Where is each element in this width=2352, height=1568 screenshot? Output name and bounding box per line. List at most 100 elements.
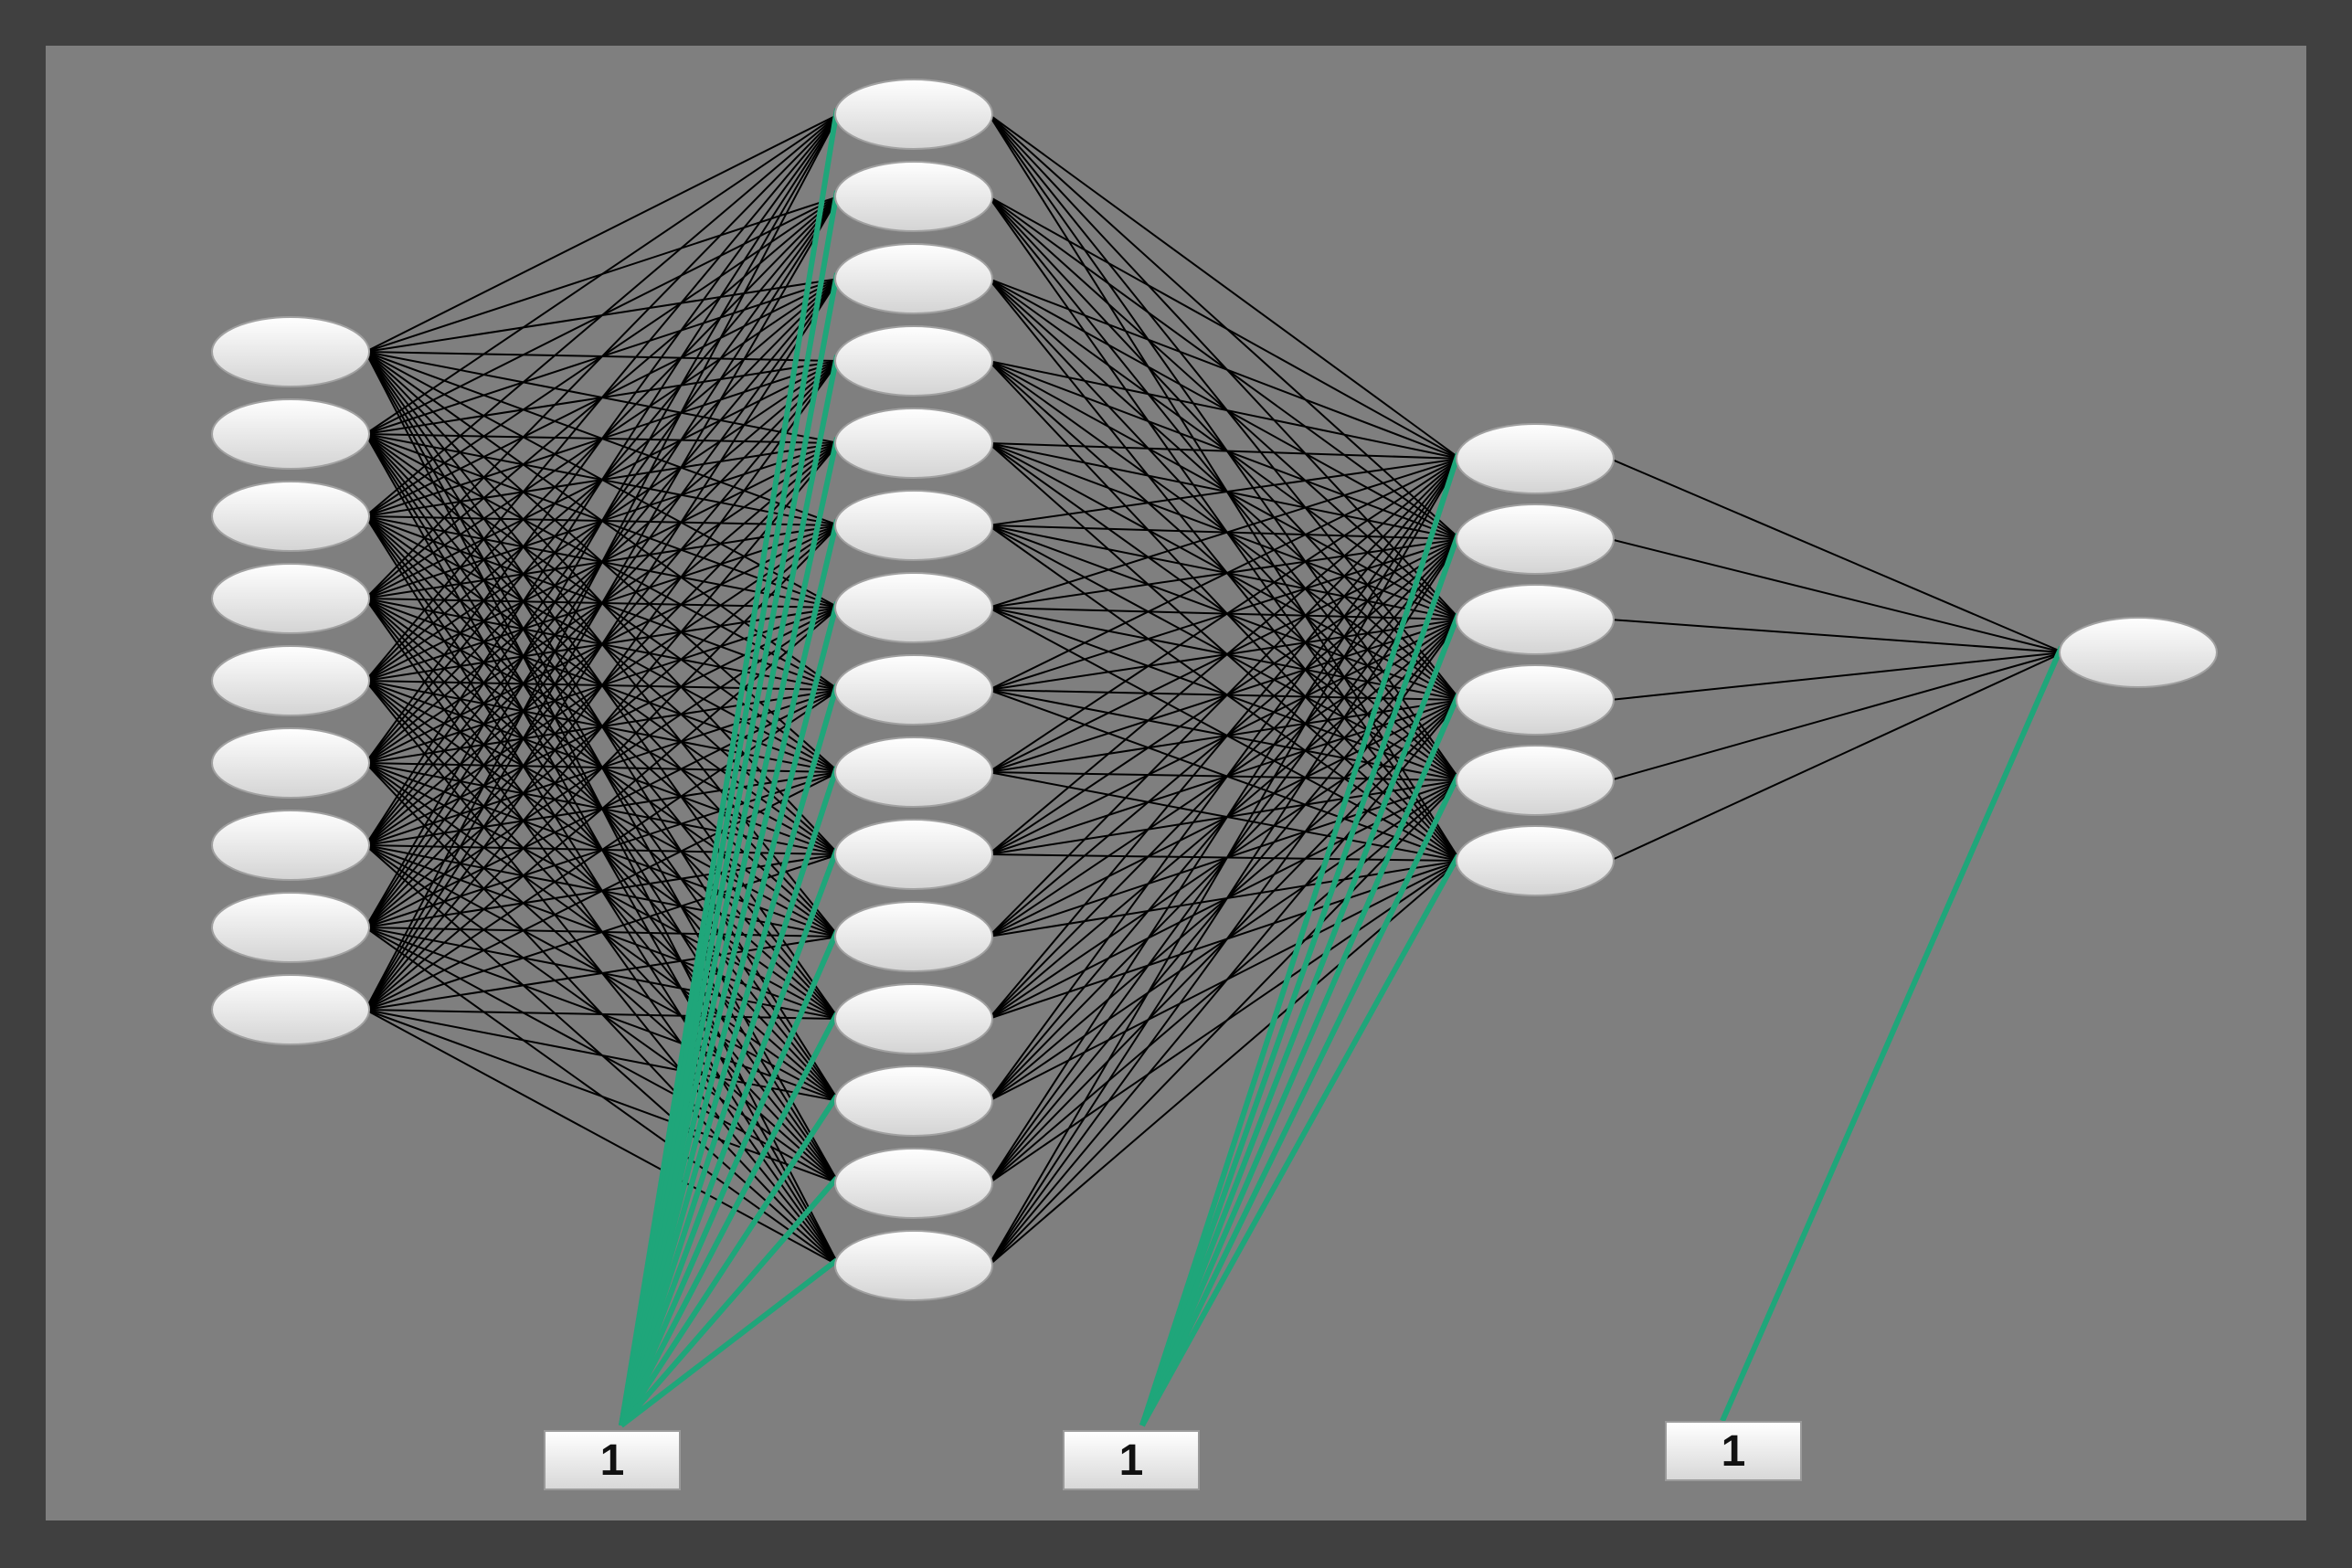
hidden2-node-3 <box>1456 584 1615 655</box>
bias-edge-0-4 <box>619 437 840 1426</box>
input-node-7 <box>211 810 370 881</box>
weight-edge-l2-4-0 <box>1609 652 2064 781</box>
input-node-1 <box>211 316 370 387</box>
weight-edge-l2-1-0 <box>1609 538 2064 653</box>
weight-edge-l0-4-0 <box>365 113 840 682</box>
weight-edge-l1-2-0 <box>988 278 1461 460</box>
weight-edges <box>365 113 2064 1266</box>
hidden1-node-5 <box>834 408 993 479</box>
hidden1-node-10 <box>834 819 993 890</box>
weight-edge-l0-8-5 <box>365 524 840 1011</box>
bias-edges <box>619 108 2064 1428</box>
weight-edge-l2-2-0 <box>1609 619 2064 653</box>
input-node-4 <box>211 563 370 634</box>
hidden1-node-8 <box>834 654 993 726</box>
weight-edge-l1-11-0 <box>988 458 1461 1020</box>
weight-edge-l0-3-0 <box>365 113 840 599</box>
bias-edge-1-1 <box>1139 532 1461 1427</box>
weight-edge-l0-8-2 <box>365 278 840 1011</box>
bias-edge-1-5 <box>1139 853 1461 1427</box>
hidden1-node-13 <box>834 1065 993 1137</box>
bias-node-2: 1 <box>1063 1430 1200 1490</box>
bias-edge-0-5 <box>619 519 840 1426</box>
hidden1-node-9 <box>834 736 993 808</box>
weight-edge-l0-7-0 <box>365 113 840 928</box>
hidden2-node-5 <box>1456 745 1615 816</box>
input-node-2 <box>211 398 370 470</box>
bias-label-3: 1 <box>1721 1426 1746 1476</box>
input-node-3 <box>211 481 370 552</box>
hidden1-node-11 <box>834 901 993 972</box>
bias-edge-0-11 <box>619 1012 840 1427</box>
bias-edge-0-9 <box>619 847 840 1427</box>
weight-edge-l0-0-0 <box>365 113 840 353</box>
bias-edge-2-0 <box>1720 645 2064 1423</box>
nodes <box>211 79 2218 1301</box>
hidden1-node-4 <box>834 325 993 397</box>
bias-edge-1-4 <box>1139 773 1461 1427</box>
weight-edge-l0-8-12 <box>365 1009 840 1102</box>
weight-edge-l1-14-4 <box>988 779 1461 1266</box>
bias-edge-1-0 <box>1139 452 1461 1426</box>
bias-edge-0-3 <box>619 355 840 1426</box>
bias-edge-1-2 <box>1139 612 1461 1427</box>
weight-edge-l0-6-0 <box>365 113 840 846</box>
hidden1-node-7 <box>834 572 993 643</box>
weight-edge-l0-8-11 <box>365 1009 840 1020</box>
weight-edge-l0-8-3 <box>365 360 840 1011</box>
hidden2-node-4 <box>1456 664 1615 736</box>
bias-edge-0-13 <box>619 1176 840 1427</box>
weight-edge-l1-14-1 <box>988 538 1461 1266</box>
weight-edge-l2-3-0 <box>1609 652 2064 701</box>
weight-edge-l1-13-0 <box>988 458 1461 1184</box>
weight-edge-l2-0-0 <box>1609 458 2064 653</box>
hidden2-node-6 <box>1456 825 1615 896</box>
hidden1-node-6 <box>834 490 993 561</box>
weight-edge-l1-10-0 <box>988 458 1461 938</box>
weight-edge-l1-14-2 <box>988 619 1461 1266</box>
bias-edge-0-12 <box>619 1094 840 1427</box>
weight-edge-l0-8-1 <box>365 196 840 1011</box>
bias-edge-0-10 <box>619 929 840 1427</box>
hidden1-node-3 <box>834 243 993 314</box>
weight-edge-l0-2-0 <box>365 113 840 517</box>
bias-node-3: 1 <box>1665 1421 1802 1481</box>
weight-edge-l0-8-9 <box>365 853 840 1011</box>
bias-edge-0-14 <box>620 1257 839 1428</box>
bias-node-1: 1 <box>544 1430 681 1490</box>
input-node-6 <box>211 727 370 799</box>
weight-edge-l1-7-0 <box>988 458 1461 691</box>
weight-edge-l0-8-13 <box>365 1009 840 1184</box>
weight-edge-l0-8-8 <box>365 771 840 1011</box>
hidden2-node-1 <box>1456 423 1615 494</box>
hidden1-node-12 <box>834 983 993 1054</box>
hidden1-node-2 <box>834 161 993 232</box>
input-node-5 <box>211 645 370 716</box>
weight-edge-l1-12-0 <box>988 458 1461 1102</box>
weight-edge-l1-14-0 <box>988 458 1461 1266</box>
weight-edge-l0-5-0 <box>365 113 840 764</box>
bias-edge-0-6 <box>619 601 840 1426</box>
input-node-9 <box>211 974 370 1045</box>
bias-edge-0-8 <box>619 766 840 1426</box>
weight-edge-l1-5-0 <box>988 458 1461 526</box>
weight-edge-l1-3-0 <box>988 360 1461 460</box>
hidden1-node-15 <box>834 1230 993 1301</box>
bias-edge-0-7 <box>619 683 840 1426</box>
input-node-8 <box>211 892 370 963</box>
weight-edge-l0-8-0 <box>365 113 840 1011</box>
hidden1-node-1 <box>834 79 993 150</box>
weight-edge-l1-14-3 <box>988 699 1461 1266</box>
output-node-1 <box>2059 617 2218 688</box>
weight-edge-l1-9-0 <box>988 458 1461 855</box>
weight-edge-l0-8-4 <box>365 442 840 1011</box>
hidden1-node-14 <box>834 1148 993 1219</box>
weight-edge-l1-8-0 <box>988 458 1461 773</box>
weight-edge-l1-6-0 <box>988 458 1461 609</box>
bias-label-1: 1 <box>599 1436 625 1485</box>
weight-edge-l0-1-0 <box>365 113 840 435</box>
diagram-canvas: 1 1 1 <box>46 46 2306 1520</box>
weight-edge-l1-0-0 <box>988 113 1461 460</box>
bias-edge-1-3 <box>1139 693 1461 1427</box>
